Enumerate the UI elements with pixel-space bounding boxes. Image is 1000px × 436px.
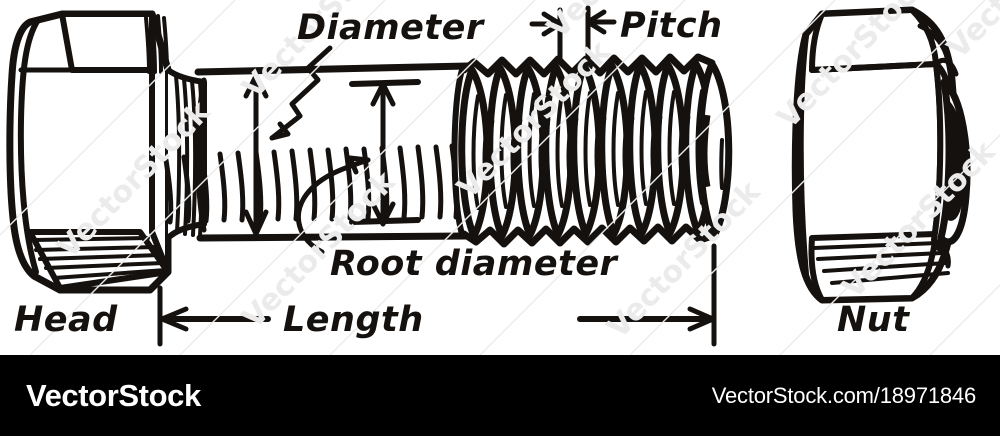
hex-head <box>6 10 172 294</box>
plain-shank <box>163 62 472 242</box>
diameter-leader-line <box>269 45 333 141</box>
label-root-diameter: Root diameter <box>330 244 618 284</box>
hex-nut <box>791 6 971 304</box>
label-head: Head <box>14 300 118 340</box>
pitch-dimension <box>529 5 617 65</box>
footer-brand: VectorStock <box>26 377 201 413</box>
label-pitch: Pitch <box>620 6 723 46</box>
footer-url: VectorStock.com/18971846 <box>711 382 976 408</box>
root-diameter-dimension-arrow <box>349 79 421 227</box>
label-length: Length <box>283 300 424 340</box>
label-nut: Nut <box>837 300 910 340</box>
label-diameter: Diameter <box>297 8 484 48</box>
watermark-footer-bar: VectorStock VectorStock.com/18971846 <box>0 355 1000 436</box>
threaded-shank <box>451 53 733 248</box>
